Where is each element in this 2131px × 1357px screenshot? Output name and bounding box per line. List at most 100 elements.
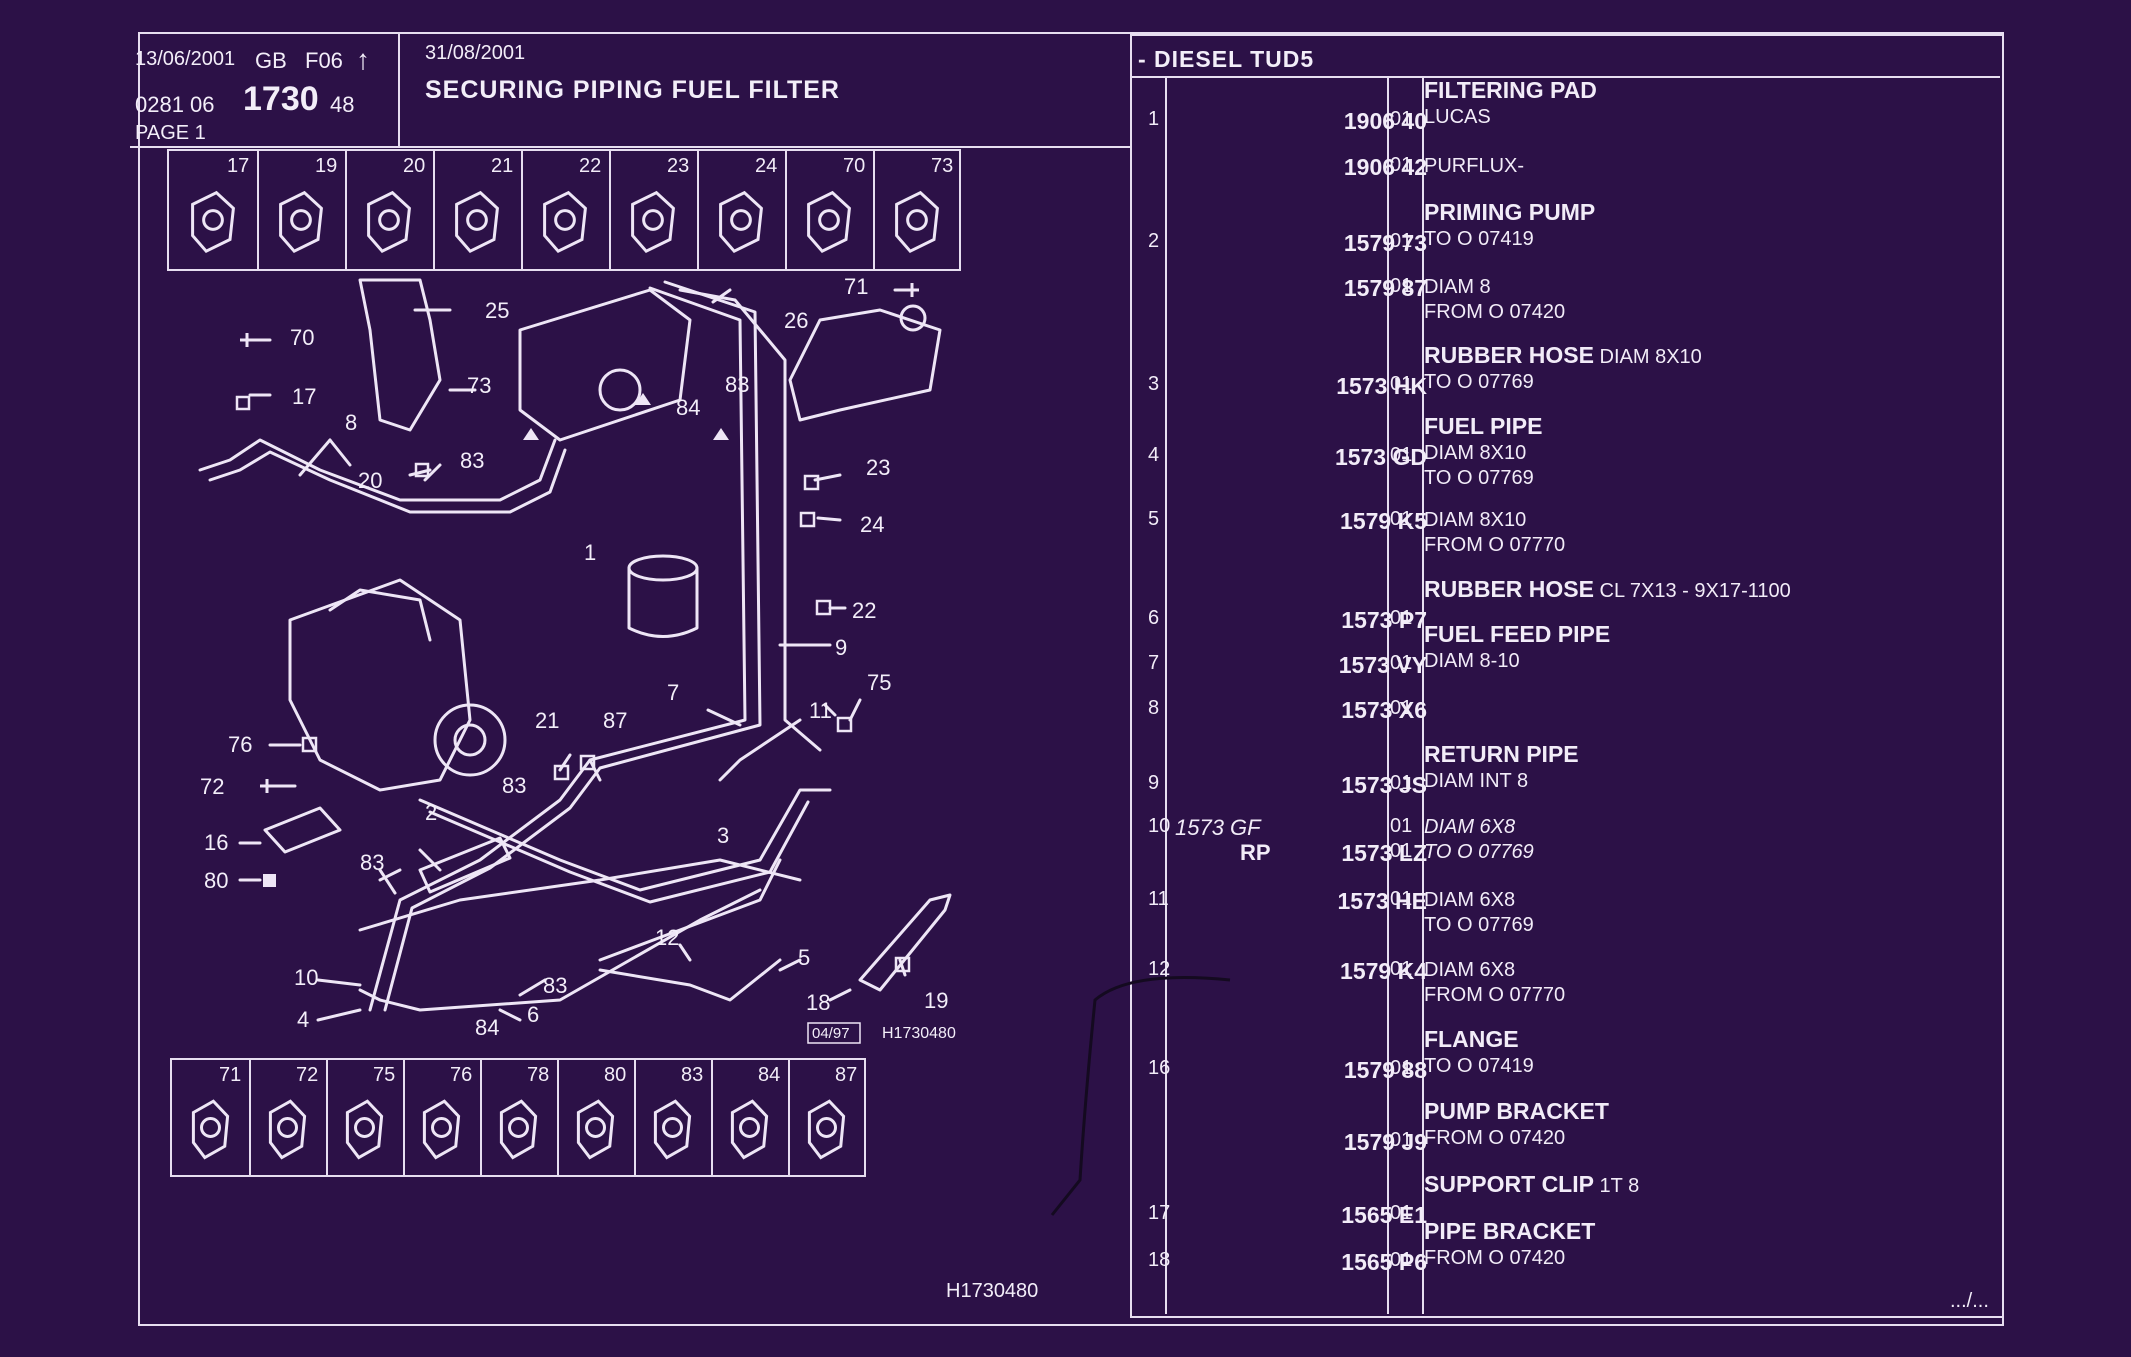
row-part-ref: 1565 P6 <box>1341 1249 1427 1275</box>
icon-cell-divider <box>433 151 435 269</box>
row-qty: 01 <box>1390 1202 1413 1224</box>
icon-label: 23 <box>667 155 690 177</box>
row-qty: 01 <box>1390 154 1413 176</box>
row-description: FUEL PIPE DIAM 8X10 TO O 07769 <box>1424 414 1542 491</box>
row-inline-detail: 1T 8 <box>1599 1175 1640 1197</box>
icon-label: 20 <box>403 155 426 177</box>
icon-label: 71 <box>219 1064 242 1086</box>
row-item-number: 3 <box>1148 373 1160 395</box>
row-qty: 01 <box>1390 1129 1413 1151</box>
header-code-prefix: 0281 06 <box>135 92 215 117</box>
icon-cell-divider <box>249 1060 251 1175</box>
row-part-name: FUEL FEED PIPE <box>1424 621 1611 647</box>
row-detail-1: DIAM 8 <box>1424 276 1491 298</box>
icon-label: 70 <box>843 155 866 177</box>
row-item-number: 9 <box>1148 772 1160 794</box>
row-part-ref: 1573 HK <box>1336 373 1427 399</box>
part-80-icon <box>576 1099 615 1160</box>
header-date2: 31/08/2001 <box>425 42 526 64</box>
row-inline-detail: DIAM 8X10 <box>1599 346 1702 368</box>
row-detail-1: PURFLUX- <box>1424 155 1525 177</box>
part-70-icon <box>807 190 851 254</box>
icon-label: 80 <box>604 1064 627 1086</box>
icon-label: 19 <box>315 155 338 177</box>
row-detail-1: TO O 07769 <box>1424 841 1534 863</box>
icon-label: 84 <box>758 1064 781 1086</box>
row-item-number: 5 <box>1148 508 1160 530</box>
row-item-number: 10 <box>1148 815 1171 837</box>
row-part-ref: 1906 40 <box>1343 108 1427 134</box>
header-code-suffix: 48 <box>330 92 355 117</box>
icon-label: 76 <box>450 1064 473 1086</box>
row-part-ref: 1579 J9 <box>1343 1129 1427 1155</box>
row-item-number: 6 <box>1148 607 1160 629</box>
row-qty: 01 <box>1390 1057 1413 1079</box>
row-part-name: PUMP BRACKET <box>1424 1098 1609 1124</box>
header-divider-v <box>398 34 400 146</box>
part-73-icon <box>895 190 939 254</box>
row-item-number: 12 <box>1148 958 1171 980</box>
header-code-main: 1730 <box>243 80 319 118</box>
row-item-number: 16 <box>1148 1057 1171 1079</box>
row-part-ref: 1573 LZ <box>1341 840 1427 866</box>
row-detail-2: FROM O 07770 <box>1424 984 1566 1006</box>
row-alt-ref: RP <box>1240 840 1271 865</box>
row-part-name: FILTERING PAD <box>1424 77 1597 103</box>
row-part-name: RETURN PIPE <box>1424 741 1579 767</box>
row-detail-1: TO O 07419 <box>1424 228 1534 250</box>
row-part-name: FUEL PIPE <box>1424 413 1543 439</box>
row-part-ref: 1579 K5 <box>1340 508 1427 534</box>
row-detail-1: FROM O 07420 <box>1424 1247 1566 1269</box>
row-detail-1: DIAM 8X10 <box>1424 509 1527 531</box>
row-detail-1: DIAM 6X8 <box>1424 889 1516 911</box>
header-lang: GB <box>255 48 287 73</box>
icon-cell-divider <box>521 151 523 269</box>
row-description: RETURN PIPE DIAM INT 8 <box>1424 742 1579 794</box>
icon-cell-divider <box>711 1060 713 1175</box>
icon-cell-divider <box>873 151 875 269</box>
part-83-icon <box>653 1099 692 1160</box>
row-detail-1: DIAM 8X10 <box>1424 442 1527 464</box>
part-20-icon <box>367 190 411 254</box>
row-detail-2: FROM O 07770 <box>1424 534 1566 556</box>
row-detail-2: TO O 07769 <box>1424 467 1534 489</box>
row-qty: 01 <box>1390 958 1413 980</box>
header-page: PAGE 1 <box>135 122 206 144</box>
row-qty: 01 <box>1390 1249 1413 1271</box>
icon-label: 22 <box>579 155 602 177</box>
row-detail-1: DIAM INT 8 <box>1424 770 1529 792</box>
row-detail-1: DIAM 6X8 <box>1424 959 1516 981</box>
icon-cell-divider <box>788 1060 790 1175</box>
part-24-icon <box>719 190 763 254</box>
icon-cell-divider <box>480 1060 482 1175</box>
row-qty: 01 <box>1390 840 1413 862</box>
part-75-icon <box>345 1099 384 1160</box>
engine-header-divider <box>1130 76 2000 78</box>
row-item-number: 8 <box>1148 697 1160 719</box>
table-col-line-2 <box>1387 78 1389 1314</box>
row-item-number: 2 <box>1148 230 1160 252</box>
icon-cell-divider <box>609 151 611 269</box>
row-part-ref: 1573 X6 <box>1341 697 1427 723</box>
icon-cell-divider <box>403 1060 405 1175</box>
row-qty: 01 <box>1390 508 1413 530</box>
row-qty: 01 <box>1390 230 1413 252</box>
page-title: SECURING PIPING FUEL FILTER <box>425 76 840 104</box>
header-group: F06 <box>305 48 343 73</box>
